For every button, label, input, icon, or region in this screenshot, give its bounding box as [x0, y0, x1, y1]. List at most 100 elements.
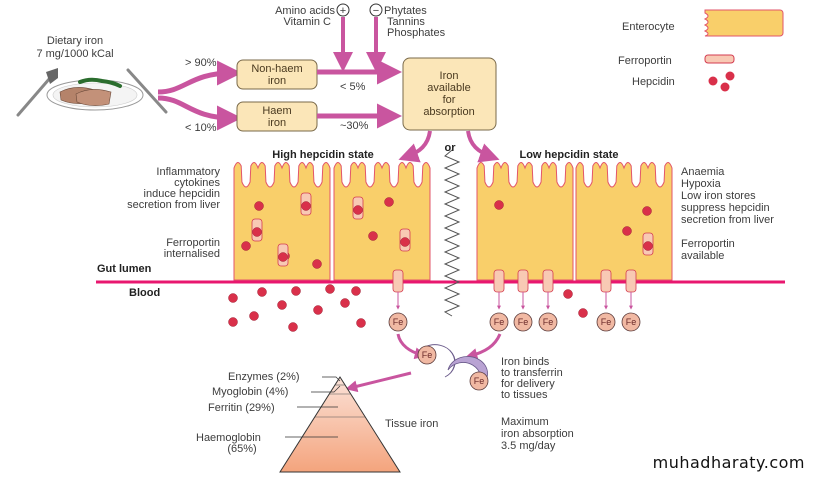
nonhaem-box-label-1: Non-haem: [251, 63, 302, 75]
inhibitor-label-1: Phytates: [384, 5, 427, 17]
inhibitor-minus-icon: [369, 3, 383, 17]
high-state-arrow: [398, 130, 432, 163]
hepcidin-dot: [241, 241, 251, 251]
low-effect-1: Ferroportin: [681, 238, 735, 250]
hepcidin-dot: [356, 318, 366, 328]
transferrin-text-3: for delivery: [501, 378, 555, 390]
hepcidin-dot: [368, 231, 378, 241]
nonhaem-box-label-2: iron: [268, 75, 286, 87]
myoglobin-label: Myoglobin (4%): [212, 386, 288, 398]
low-cause-5: secretion from liver: [681, 214, 774, 226]
fe-ion-label: Fe: [494, 317, 505, 327]
legend-hepcidin-icon: [708, 71, 735, 92]
legend-ferroportin-icon: [704, 54, 735, 64]
hepcidin-dot: [257, 287, 267, 297]
ferroportin-membrane: [625, 269, 637, 293]
ferroportin-membrane: [600, 269, 612, 293]
nonhaem-percent: > 90%: [185, 57, 217, 69]
low-cause-1: Anaemia: [681, 166, 725, 178]
max-absorption-3: 3.5 mg/day: [501, 440, 556, 452]
ferroportin-membrane: [493, 269, 505, 293]
legend-ferroportin-label: Ferroportin: [618, 55, 672, 67]
hepcidin-dot: [340, 298, 350, 308]
enzymes-leader: [322, 376, 341, 382]
hepcidin-dot: [643, 241, 653, 251]
tissue-iron-pyramid: [279, 376, 401, 473]
transferrin-fe-1: Fe: [422, 350, 433, 360]
high-effect-2: internalised: [164, 248, 220, 260]
fe-ion-label: Fe: [393, 317, 404, 327]
high-cause-1: Inflammatory: [156, 166, 220, 178]
fe-ion: [538, 312, 558, 332]
iron-available-box: [402, 57, 497, 131]
haem-percent: < 10%: [185, 122, 217, 134]
low-effect-2: available: [681, 250, 724, 262]
hepcidin-dot: [325, 284, 335, 294]
hepcidin-dot: [563, 289, 573, 299]
hepcidin-dot: [578, 308, 588, 318]
enhancer-label-2: Vitamin C: [284, 16, 332, 28]
legend-enterocyte-label: Enterocyte: [622, 21, 675, 33]
hepcidin-dot: [384, 197, 394, 207]
hepcidin-dot: [254, 201, 264, 211]
dietary-plate-icon: [16, 68, 168, 117]
inhibitor-label-2: Tannins: [387, 16, 425, 28]
haemoglobin-label: Haemoglobin: [196, 432, 261, 444]
legend-hepcidin-label: Hepcidin: [632, 76, 675, 88]
or-label: or: [445, 142, 457, 154]
haem-box-label-1: Haem: [262, 105, 291, 117]
transferrin-text-1: Iron binds: [501, 356, 550, 368]
hepcidin-dot: [301, 201, 311, 211]
high-cause-3: induce hepcidin: [144, 188, 220, 200]
fe-ion-label: Fe: [601, 317, 612, 327]
hepcidin-dot: [622, 226, 632, 236]
low-hepcidin-title: Low hepcidin state: [519, 149, 618, 161]
max-absorption-2: iron absorption: [501, 428, 574, 440]
high-cause-2: cytokines: [174, 177, 220, 189]
hepcidin-dot: [277, 300, 287, 310]
low-state-arrow: [466, 130, 500, 163]
fe-ion: [388, 312, 408, 332]
tissue-iron-label: Tissue iron: [385, 418, 438, 430]
haem-box-label-2: iron: [268, 117, 286, 129]
hepcidin-dot: [278, 252, 288, 262]
enhancer-label-1: Amino acids: [275, 5, 335, 17]
hepcidin-dot: [228, 293, 238, 303]
transferrin-icon: [417, 344, 489, 391]
fe-ion: [596, 312, 616, 332]
fe-ion: [489, 312, 509, 332]
high-cause-4: secretion from liver: [127, 199, 220, 211]
fe-ion-label: Fe: [543, 317, 554, 327]
hepcidin-dot: [642, 206, 652, 216]
fe-ion-label: Fe: [518, 317, 529, 327]
low-cause-3: Low iron stores: [681, 190, 756, 202]
inhibitor-label-3: Phosphates: [387, 27, 446, 39]
enterocyte-cell: [575, 162, 673, 281]
enhancer-plus-icon: [336, 3, 350, 17]
gut-lumen-label: Gut lumen: [97, 263, 152, 275]
hepcidin-dot: [288, 322, 298, 332]
fe-ion: [513, 312, 533, 332]
state-divider-zigzag: [443, 149, 461, 317]
nonhaem-absorption-rate: < 5%: [340, 81, 366, 93]
enterocytes: [233, 162, 673, 281]
inhibitor-sign: −: [373, 5, 379, 17]
watermark: muhadharaty.com: [652, 453, 805, 472]
fe-ion: [621, 312, 641, 332]
blood-label: Blood: [129, 287, 160, 299]
ferritin-label: Ferritin (29%): [208, 402, 275, 414]
haem-absorption-rate: ~30%: [340, 120, 369, 132]
low-cause-2: Hypoxia: [681, 178, 722, 190]
hepcidin-dot: [353, 205, 363, 215]
available-label-2: available: [427, 82, 470, 94]
ferroportin-membrane: [542, 269, 554, 293]
hepcidin-dot: [312, 259, 322, 269]
enhancer-sign: +: [340, 5, 346, 17]
transferrin-fe-2: Fe: [474, 376, 485, 386]
enterocyte-cell: [233, 162, 331, 281]
hepcidin-dot: [400, 237, 410, 247]
transferrin-text-4: to tissues: [501, 389, 548, 401]
high-effect-1: Ferroportin: [166, 237, 220, 249]
